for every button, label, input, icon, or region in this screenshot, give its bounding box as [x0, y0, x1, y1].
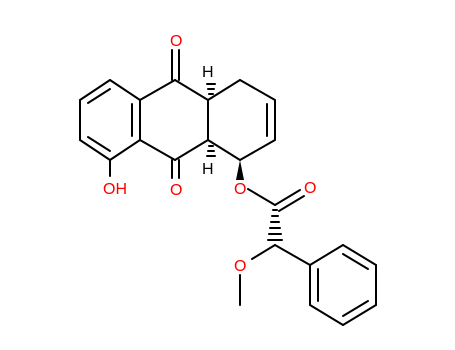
aromatic-ring-left [79, 79, 141, 161]
quinone-ring [139, 79, 209, 161]
stereo-hash-bond-middle [206, 145, 216, 157]
carbonyl-oxygen-atom: O [304, 180, 316, 197]
hydroxyl-label: OH [103, 181, 127, 198]
methoxy-group [239, 244, 276, 306]
oxygen-atom-top: O [170, 33, 182, 50]
methoxy-oxygen-atom: O [234, 258, 246, 275]
ketone-bond-middle [171, 159, 180, 179]
phenyl-ring [274, 244, 377, 326]
stereo-hash-bond-top [206, 83, 216, 95]
hydrogen-atom-top: H [202, 64, 214, 81]
stereo-hash-bond-alpha [267, 209, 283, 241]
cyclohexene-ring [207, 79, 276, 161]
stereo-wedge-bond [236, 160, 244, 180]
oxygen-atom-middle: O [170, 182, 182, 199]
ester-oxygen-atom: O [234, 181, 246, 198]
ketone-bond-top [171, 49, 180, 81]
ester-linkage [247, 188, 305, 212]
hydrogen-atom-middle: H [202, 161, 214, 178]
